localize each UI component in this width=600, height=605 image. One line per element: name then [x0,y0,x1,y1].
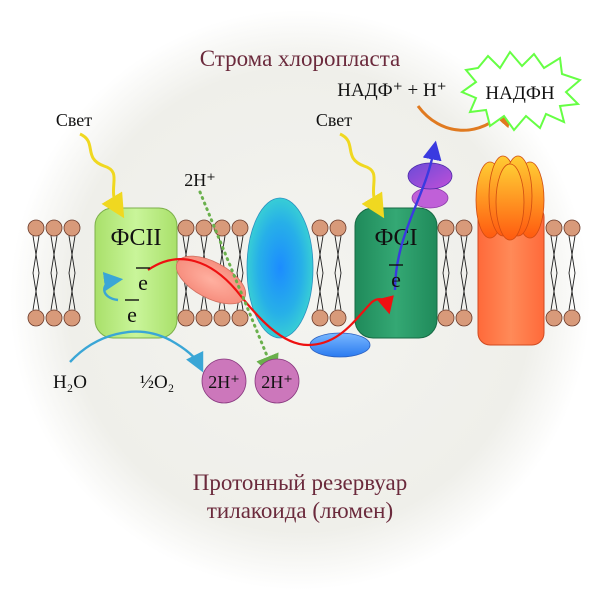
lipid-tail [68,235,76,311]
proton-top-label: 2H⁺ [184,170,216,190]
light-label-left: Свет [56,110,92,130]
lipid-head [545,309,563,327]
lumen-title-line1: Протонный резервуар [193,470,407,495]
lipid-head [563,309,581,327]
lumen-title-line2: тилакоида (люмен) [207,498,393,523]
lipid-head [195,309,213,327]
proton-circle-right-label: 2H⁺ [261,372,293,392]
lipid-head [563,219,581,237]
lipid-tail [316,235,324,311]
lipid-tail [568,235,576,311]
proton-transport-dots [198,190,279,380]
lipid-head [231,309,249,327]
lipid-tail [50,235,58,311]
lipid-tail [32,235,40,311]
proton-circle-left [201,358,247,404]
photosystem-ii-label: ФСII [111,225,162,251]
proton-circle-left-label: 2H⁺ [208,372,240,392]
electron-recycle-arrow [102,271,124,302]
psi-electron: e [391,267,401,292]
light-arrow-left [79,132,125,219]
lipid-tail [32,235,40,311]
lipid-head [311,219,329,237]
lipid-head [311,309,329,327]
psii-electron-upper: e [138,270,148,295]
stroma-title: Строма хлоропласта [200,46,401,71]
lipid-head [213,219,231,237]
psi-electron-up-path [393,140,442,291]
lipid-head [27,309,45,327]
lipid-head [437,219,455,237]
lipid-tail [460,235,468,311]
cytochrome-b6f-complex [246,197,314,339]
proton-circle-right [254,358,300,404]
ferredoxin-lower [411,187,449,209]
lipid-head [45,219,63,237]
lipid-head [45,309,63,327]
lipid-head [231,219,249,237]
water-label: H₂O [53,372,87,393]
lipid-tail [550,235,558,311]
nadph-burst [459,50,582,132]
photosystem-ii-complex [94,207,178,339]
lipid-head [329,309,347,327]
lipid-head [177,219,195,237]
lipid-tail [460,235,468,311]
lipid-head [455,309,473,327]
lipid-head [455,219,473,237]
lipid-tail [568,235,576,311]
light-label-right: Свет [316,110,352,130]
lipid-head [177,309,195,327]
lipid-head [329,219,347,237]
lipid-tail [50,235,58,311]
electron-transport-path [147,258,394,347]
light-arrow-right [339,132,385,219]
lipid-tail [442,235,450,311]
lipid-head [27,219,45,237]
thylakoid-membrane [27,219,581,327]
nadph-product-label: НАДФН [485,83,554,104]
lipid-tail [334,235,342,311]
water-split-arrow [69,330,204,373]
lipid-head [63,219,81,237]
lipid-tail [334,235,342,311]
lipid-tail [550,235,558,311]
plastocyanin-protein [309,332,371,358]
nadp-reactant-label: НАДФ⁺ + Н⁺ [337,80,446,101]
photosystem-i-label: ФСI [375,225,418,251]
lipid-head [437,309,455,327]
lipid-tail [68,235,76,311]
lipid-head [545,219,563,237]
lipid-head [63,309,81,327]
lipid-head [195,219,213,237]
lipid-head [213,309,231,327]
lipid-tail [316,235,324,311]
lipid-tail [442,235,450,311]
oxygen-label: ½O₂ [140,372,175,393]
psii-electron-lower: e [127,302,137,327]
atp-synthase-head [475,155,545,241]
